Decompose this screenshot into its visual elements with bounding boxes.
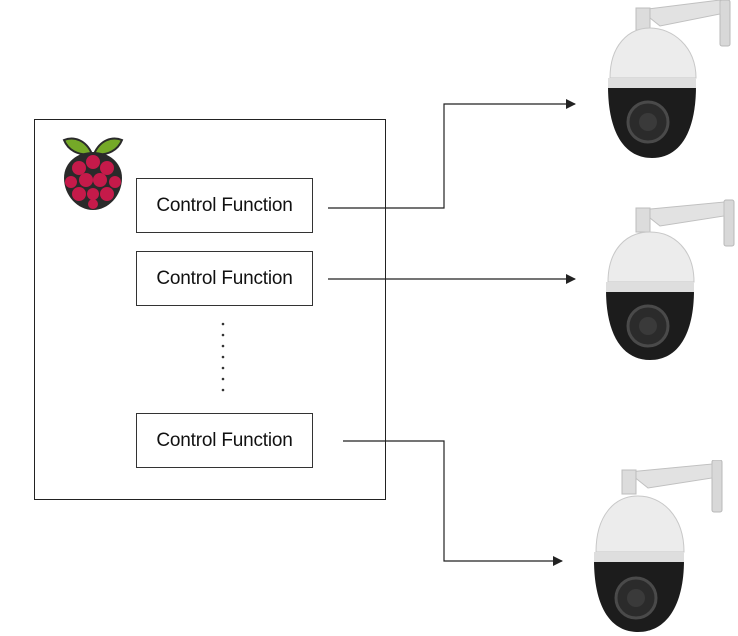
control-function-box-2: Control Function [136, 251, 313, 306]
ellipsis-dots [221, 322, 225, 392]
control-function-box-1: Control Function [136, 178, 313, 233]
ptz-dome-camera-icon [606, 199, 735, 360]
control-function-box-3: Control Function [136, 413, 313, 468]
ptz-dome-camera-icon [608, 0, 731, 158]
raspberry-pi-logo [62, 137, 124, 210]
ptz-dome-camera-icon [594, 460, 723, 632]
raspberry-pi-host-box [34, 119, 386, 500]
control-function-label: Control Function [156, 267, 293, 289]
control-function-label: Control Function [156, 429, 293, 451]
connector-arrow-1 [328, 99, 576, 209]
connector-arrow-3 [343, 440, 563, 566]
control-function-label: Control Function [156, 194, 293, 216]
